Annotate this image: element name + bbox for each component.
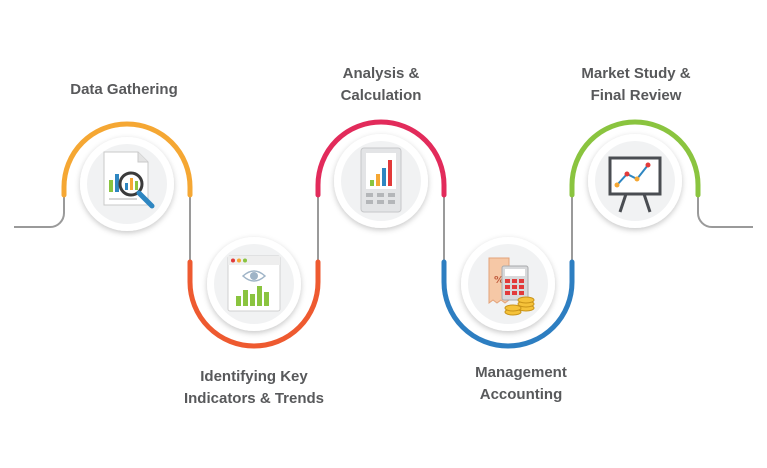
right-lead-line: [698, 195, 753, 227]
step-3-label-line-1: Analysis &: [301, 63, 461, 85]
step-4-label: Management Accounting: [441, 362, 601, 406]
magnifier-chart-icon: [104, 152, 152, 206]
step-1-label: Data Gathering: [44, 79, 204, 101]
step-3-label-line-2: Calculation: [301, 85, 461, 107]
left-lead-line: [14, 195, 64, 227]
calculator-chart-icon: [361, 148, 401, 212]
browser-chart-icon: [228, 256, 280, 311]
step-5-label-line-2: Final Review: [556, 85, 716, 107]
step-5-label: Market Study & Final Review: [556, 63, 716, 107]
step-2-label-line-2: Indicators & Trends: [162, 388, 346, 410]
step-4-label-line-1: Management: [441, 362, 601, 384]
step-2-label: Identifying Key Indicators & Trends: [162, 366, 346, 410]
step-4-label-line-2: Accounting: [441, 384, 601, 406]
step-2-label-line-1: Identifying Key: [162, 366, 346, 388]
step-5-label-line-1: Market Study &: [556, 63, 716, 85]
step-3-label: Analysis & Calculation: [301, 63, 461, 107]
step-1-label-line-1: Data Gathering: [44, 79, 204, 101]
